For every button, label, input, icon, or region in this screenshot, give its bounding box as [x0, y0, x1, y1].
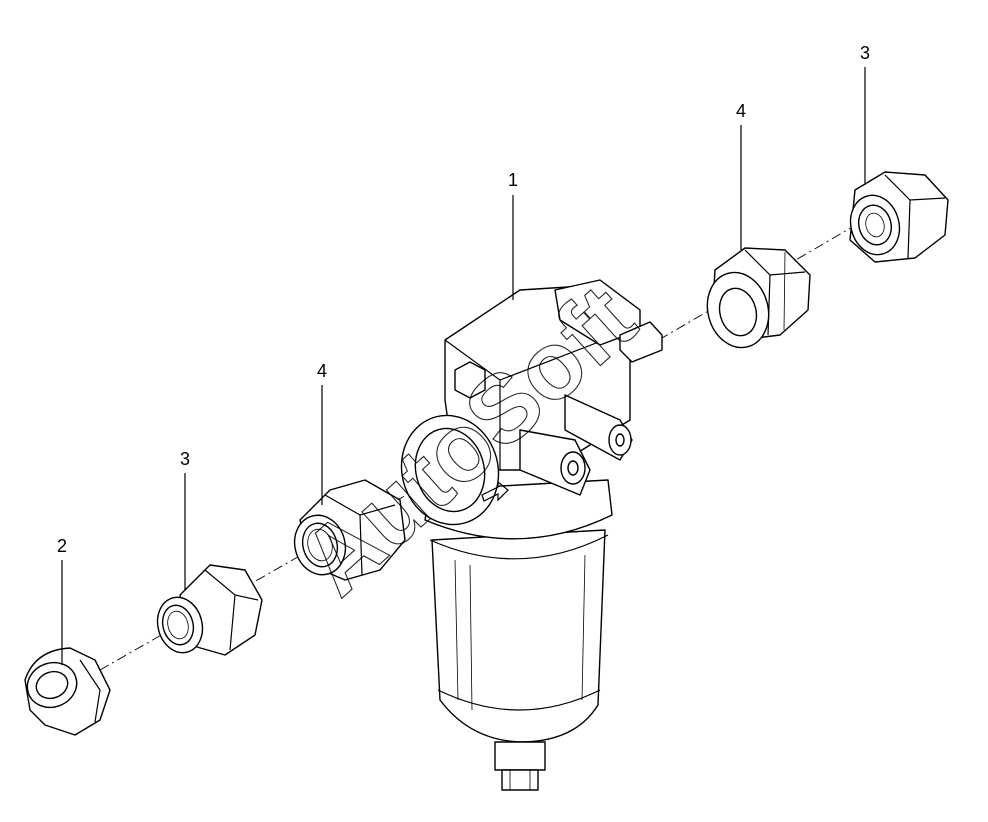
elbow-fitting-part-2 [24, 647, 111, 736]
adapter-part-4-right [706, 247, 811, 349]
adapter-part-4-left [293, 479, 406, 581]
nut-part-3-right [849, 171, 949, 263]
callout-label-4-left: 4 [317, 361, 327, 381]
callout-label-3-right: 3 [860, 43, 870, 63]
callout-label-4-right: 4 [736, 101, 746, 121]
assembly-axis-line-right [589, 204, 891, 381]
filter-housing-part-1 [400, 279, 663, 791]
nut-part-3-left [156, 564, 263, 656]
callout-label-1: 1 [508, 170, 518, 190]
callout-label-3-left: 3 [180, 449, 190, 469]
callout-label-2: 2 [57, 536, 67, 556]
